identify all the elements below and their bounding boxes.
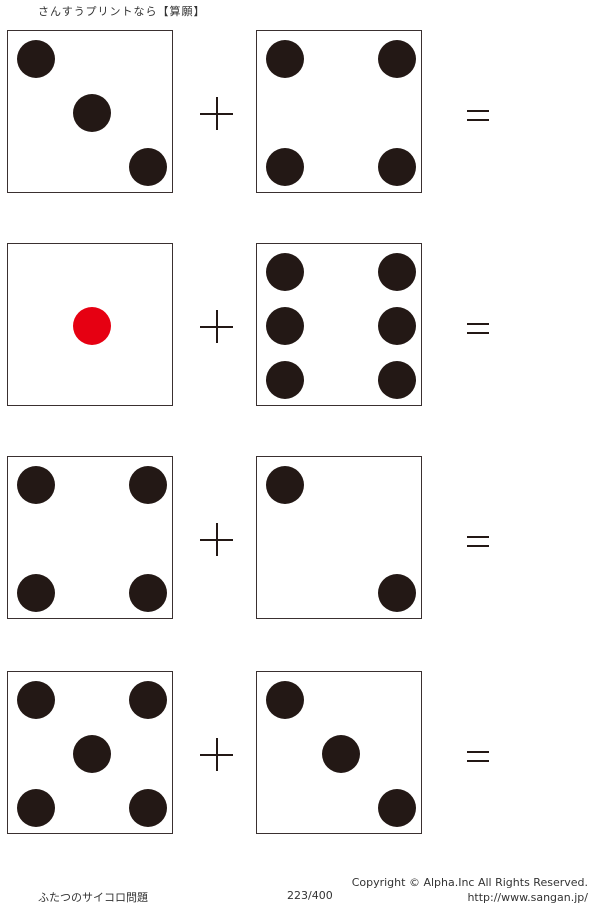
pip [17, 681, 55, 719]
die-b [256, 243, 422, 406]
pip [378, 574, 416, 612]
pip [378, 789, 416, 827]
header-title: さんすうプリントなら【算願】 [38, 5, 206, 18]
page-number: 223/400 [287, 889, 333, 902]
plus-sign [200, 97, 233, 130]
pip [73, 735, 111, 773]
pip [266, 681, 304, 719]
copyright: Copyright © Alpha.Inc All Rights Reserve… [351, 876, 588, 889]
equals-sign [467, 536, 489, 547]
pip [378, 148, 416, 186]
pip [129, 789, 167, 827]
die-a [7, 456, 173, 619]
worksheet-title: ふたつのサイコロ問題 [38, 891, 148, 904]
site-url: http://www.sangan.jp/ [467, 891, 588, 904]
pip [17, 789, 55, 827]
pip [378, 40, 416, 78]
die-a [7, 671, 173, 834]
die-a [7, 30, 173, 193]
equals-sign [467, 110, 489, 121]
pip [266, 148, 304, 186]
pip [129, 466, 167, 504]
pip [73, 307, 111, 345]
pip [129, 574, 167, 612]
die-b [256, 30, 422, 193]
plus-sign [200, 310, 233, 343]
plus-sign [200, 738, 233, 771]
pip [322, 735, 360, 773]
pip [266, 307, 304, 345]
pip [129, 681, 167, 719]
pip [17, 40, 55, 78]
equals-sign [467, 323, 489, 334]
pip [17, 466, 55, 504]
pip [266, 40, 304, 78]
pip [266, 466, 304, 504]
pip [266, 253, 304, 291]
die-b [256, 456, 422, 619]
pip [266, 361, 304, 399]
pip [378, 253, 416, 291]
die-b [256, 671, 422, 834]
pip [17, 574, 55, 612]
die-a [7, 243, 173, 406]
pip [129, 148, 167, 186]
equals-sign [467, 751, 489, 762]
plus-sign [200, 523, 233, 556]
pip [378, 361, 416, 399]
pip [378, 307, 416, 345]
pip [73, 94, 111, 132]
